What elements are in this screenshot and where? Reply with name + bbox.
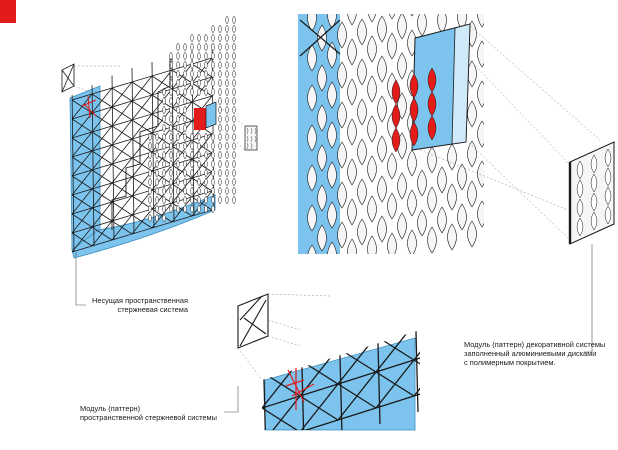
facade-overview (61, 14, 258, 259)
facade-projection-lines (73, 65, 246, 151)
label-decor-module: Модуль (паттерн) декоративной системы за… (464, 340, 606, 367)
facade-disc-field (111, 15, 236, 230)
truss-detail (237, 293, 420, 431)
truss-module-cube (237, 293, 269, 349)
zoom-red-discs (391, 67, 437, 153)
label-truss-system: Несущая пространственная стержневая сист… (92, 296, 188, 314)
truss-red-node (285, 368, 315, 410)
facade-red-node (81, 95, 97, 119)
label-leaders (75, 244, 593, 413)
facade-module-cube (61, 63, 75, 93)
decor-disc-module (568, 141, 615, 245)
zoom-projection-lines (419, 25, 601, 239)
facade-disc-tile (244, 125, 258, 151)
zoom-disc-grid (307, 14, 484, 254)
corner-marker (0, 0, 16, 23)
label-truss-module: Модуль (паттерн) пространственной стержн… (80, 404, 217, 422)
disc-detail-zoom (298, 14, 615, 254)
facade-red-module (194, 101, 217, 130)
truss-projection-lines (237, 293, 331, 381)
zoom-truss-bars (299, 19, 341, 57)
